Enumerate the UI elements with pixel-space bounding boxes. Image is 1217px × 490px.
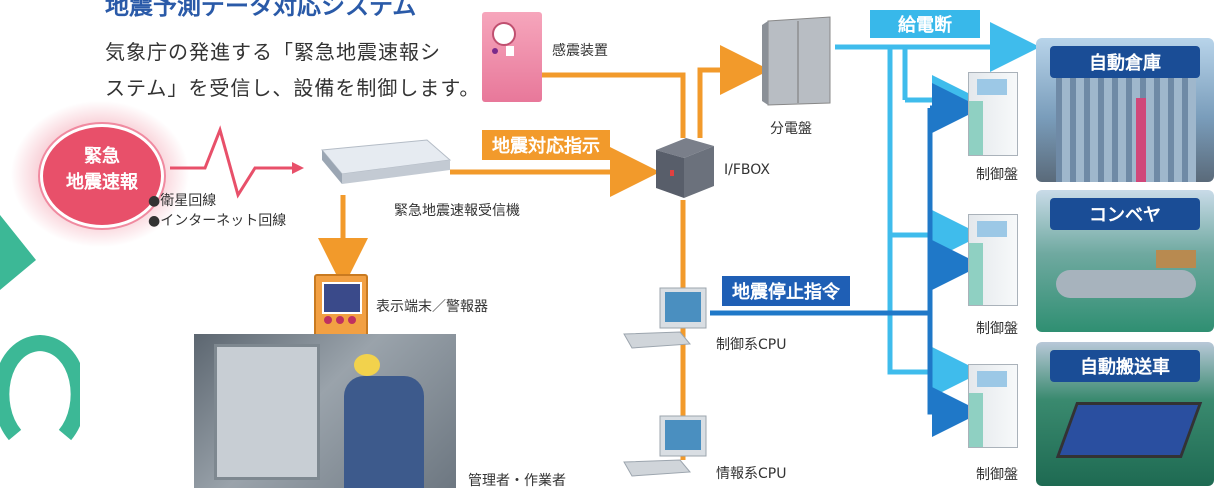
receiver-label: 緊急地震速報受信機 bbox=[394, 203, 520, 219]
ctrl-panel-label-1: 制御盤 bbox=[976, 167, 1018, 183]
ifbox-label: I/FBOX bbox=[724, 162, 770, 178]
operator-label: 管理者・作業者 bbox=[468, 473, 566, 489]
ifbox-to-panel-line bbox=[697, 45, 770, 138]
info-cpu-computer bbox=[620, 414, 712, 480]
control-panel-3 bbox=[968, 364, 1018, 448]
receiver-device bbox=[312, 138, 452, 188]
panel-label: 分電盤 bbox=[770, 121, 812, 137]
description-line-2: ステム」を受信し、設備を制御します。 bbox=[105, 76, 481, 100]
earthquake-stop-tag: 地震停止指令 bbox=[722, 276, 850, 306]
ctrl-panel-label-3: 制御盤 bbox=[976, 467, 1018, 483]
alert-label-2: 地震速報 bbox=[66, 172, 138, 193]
alert-label-1: 緊急 bbox=[84, 146, 120, 167]
info-cpu-label: 情報系CPU bbox=[716, 466, 787, 482]
power-cut-tag: 給電断 bbox=[870, 10, 980, 38]
sensor-to-ifbox-line bbox=[540, 72, 686, 138]
control-cpu-label: 制御系CPU bbox=[716, 337, 787, 353]
warehouse-photo: 自動倉庫 bbox=[1036, 38, 1214, 182]
ctrl-panel-label-2: 制御盤 bbox=[976, 321, 1018, 337]
conveyor-label: コンベヤ bbox=[1050, 198, 1200, 230]
operator-photo bbox=[194, 334, 456, 488]
agv-photo: 自動搬送車 bbox=[1036, 342, 1214, 486]
sensor-label: 感震装置 bbox=[552, 43, 608, 59]
page-title: 地震予測データ対応システム bbox=[105, 0, 417, 20]
control-panel-2 bbox=[968, 214, 1018, 306]
distribution-panel bbox=[760, 15, 831, 106]
channel-satellite: ●衛星回線 bbox=[148, 193, 217, 209]
terminal-label: 表示端末／警報器 bbox=[376, 299, 488, 315]
description-line-1: 気象庁の発進する「緊急地震速報シ bbox=[105, 40, 441, 64]
control-panel-1 bbox=[968, 72, 1018, 156]
control-cpu-computer bbox=[620, 286, 712, 352]
if-box-device bbox=[650, 138, 716, 200]
warehouse-label: 自動倉庫 bbox=[1050, 46, 1200, 78]
earthquake-response-tag: 地震対応指示 bbox=[482, 130, 610, 160]
agv-label: 自動搬送車 bbox=[1050, 350, 1200, 382]
conveyor-photo: コンベヤ bbox=[1036, 190, 1214, 332]
sensor-device bbox=[482, 12, 542, 102]
emergency-alert-source: 緊急 地震速報 bbox=[10, 100, 190, 248]
channel-internet: ●インターネット回線 bbox=[148, 213, 287, 229]
terminal-alarm-device bbox=[314, 274, 368, 338]
decorative-green-shapes bbox=[0, 215, 80, 441]
seismic-zigzag-line bbox=[170, 125, 295, 199]
